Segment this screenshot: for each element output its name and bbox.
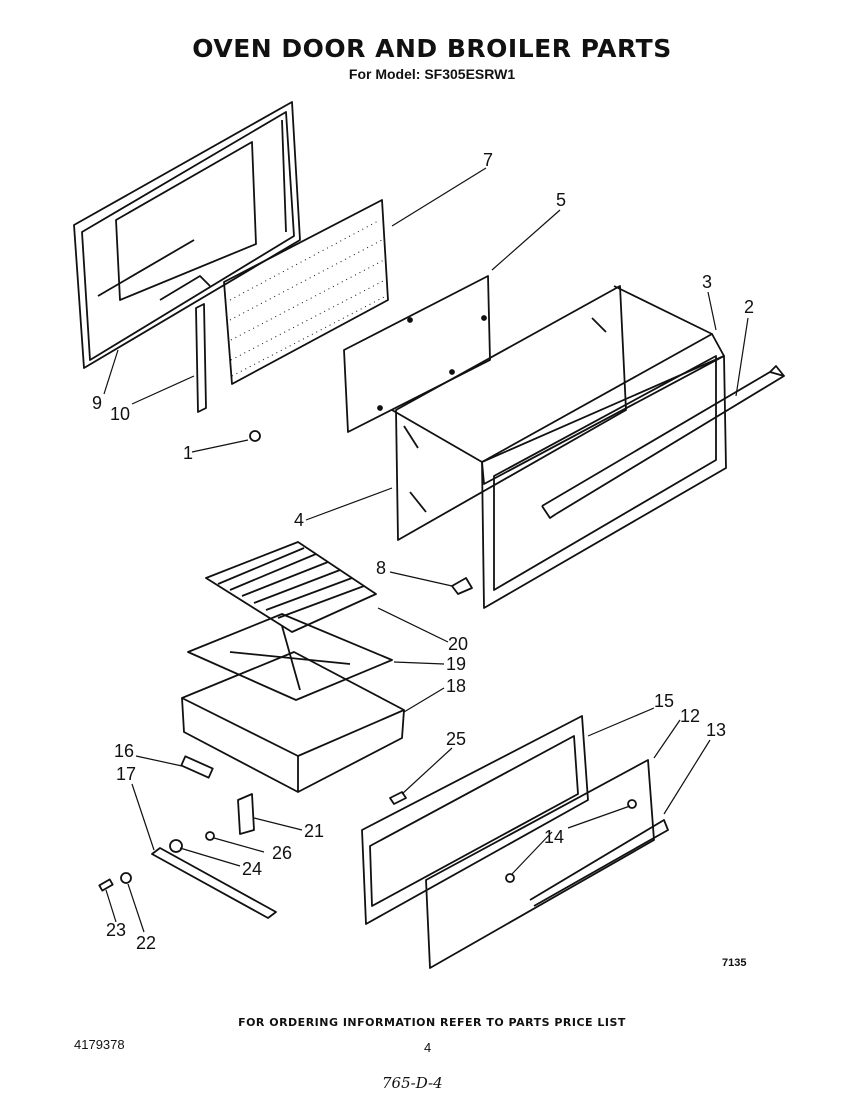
page-title: OVEN DOOR AND BROILER PARTS: [192, 34, 672, 63]
callout-7: 7: [483, 150, 494, 170]
callout-16: 16: [114, 741, 135, 761]
door-channel: [195, 303, 207, 413]
callout-12: 12: [680, 706, 701, 726]
broiler-pan-insert: [187, 613, 393, 701]
callout-2: 2: [744, 297, 755, 317]
plug-button: [249, 430, 261, 442]
model-line: For Model: SF305ESRW1: [348, 66, 516, 82]
spring: [180, 755, 214, 779]
broiler-grid: [205, 541, 377, 633]
outer-door-frame: [391, 285, 727, 609]
callout-13: 13: [706, 720, 727, 740]
latch-bracket: [237, 793, 255, 835]
callout-21: 21: [304, 821, 325, 841]
callout-18: 18: [446, 676, 467, 696]
clip-25: [389, 791, 407, 805]
nut-24: [169, 839, 183, 853]
callout-3: 3: [702, 272, 713, 292]
broiler-rail: [151, 847, 277, 919]
callout-23: 23: [106, 920, 127, 940]
insulation-pad: [223, 199, 389, 385]
hinge-bracket: [451, 577, 473, 595]
callout-9: 9: [92, 393, 103, 413]
door-glass: [395, 285, 627, 541]
callout-15: 15: [654, 691, 675, 711]
ordering-note: FOR ORDERING INFORMATION REFER TO PARTS …: [238, 1016, 626, 1029]
door-handle: [541, 365, 785, 519]
callout-4: 4: [294, 510, 305, 530]
callout-5: 5: [556, 190, 567, 210]
callout-22: 22: [136, 933, 157, 953]
broiler-door-outer: [425, 759, 669, 969]
callout-20: 20: [448, 634, 469, 654]
screw-26: [205, 831, 215, 841]
screw-23: [98, 878, 114, 892]
callout-8: 8: [376, 558, 387, 578]
figure-number: 7135: [722, 957, 747, 969]
page-number: 4: [424, 1040, 432, 1055]
callout-19: 19: [446, 654, 467, 674]
document-number: 4179378: [74, 1037, 125, 1052]
callout-25: 25: [446, 729, 467, 749]
callout-10: 10: [110, 404, 131, 424]
callout-17: 17: [116, 764, 137, 784]
broiler-pan: [181, 651, 405, 793]
inner-glass: [343, 275, 491, 433]
callout-24: 24: [242, 859, 263, 879]
callout-14: 14: [544, 827, 565, 847]
callout-26: 26: [272, 843, 293, 863]
handwritten-note: 765-D-4: [382, 1074, 443, 1092]
inner-door-panel: [73, 101, 301, 369]
callout-1: 1: [183, 443, 194, 463]
broiler-door-inner: [361, 715, 589, 925]
washer-22: [120, 872, 132, 884]
